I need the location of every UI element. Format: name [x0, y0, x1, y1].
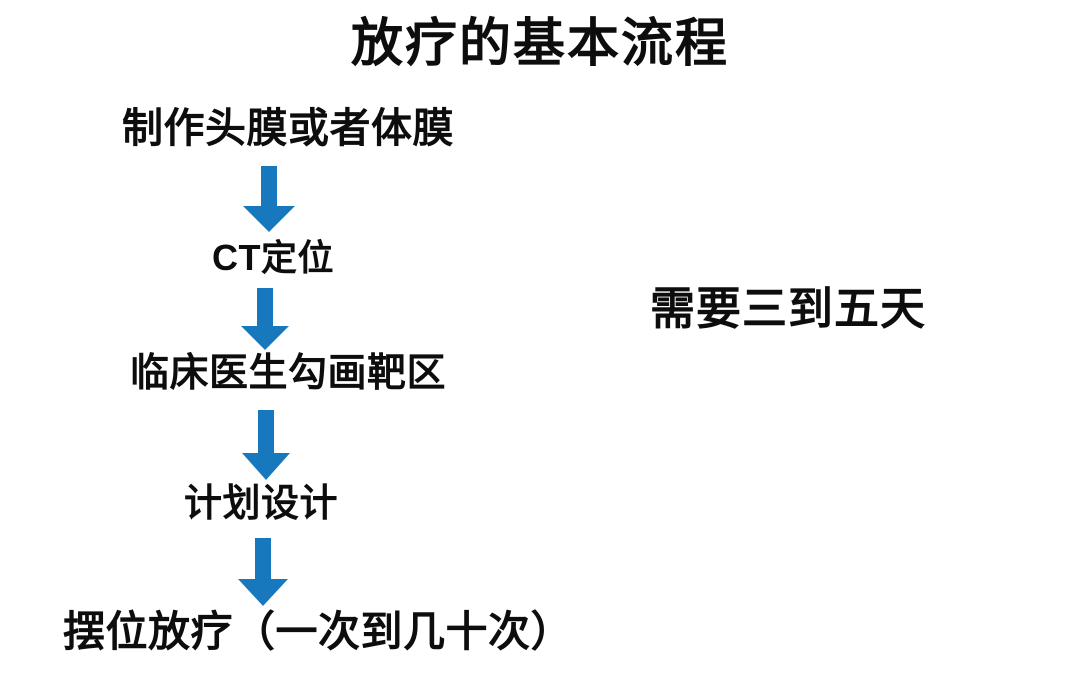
flow-step-1-label: 制作头膜或者体膜: [122, 105, 454, 151]
duration-annotation: 需要三到五天: [650, 283, 927, 334]
page-title: 放疗的基本流程: [350, 15, 729, 73]
down-arrow-icon: [238, 538, 288, 606]
down-arrow-icon: [241, 288, 289, 350]
down-arrow-icon: [242, 410, 290, 480]
flow-step-3-label: 临床医生勾画靶区: [130, 352, 447, 395]
down-arrow-icon: [243, 166, 295, 232]
flow-step-4-label: 计划设计: [184, 483, 339, 525]
flow-step-5-label: 摆位放疗（一次到几十次）: [63, 608, 574, 655]
flow-step-2-label: CT定位: [212, 237, 334, 278]
